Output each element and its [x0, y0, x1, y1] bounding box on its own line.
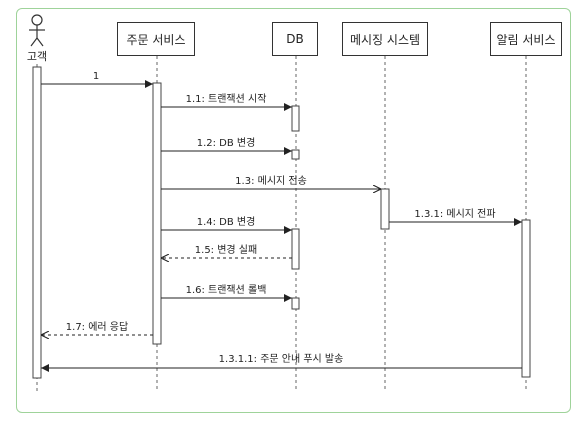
- message-label-1-4: 1.4: DB 변경: [197, 215, 256, 228]
- activation-order-service: [152, 82, 162, 345]
- participant-order-service: 주문 서비스: [117, 22, 195, 56]
- message-label-1-6: 1.6: 트랜잭션 롤백: [186, 284, 267, 296]
- message-label-1-3: 1.3: 메시지 전송: [235, 175, 307, 187]
- message-label-1-1: 1.1: 트랜잭션 시작: [186, 93, 267, 105]
- message-label-1-2: 1.2: DB 변경: [197, 136, 256, 149]
- actor-customer-icon: [29, 14, 45, 47]
- message-label-1-3-1-1: 1.3.1.1: 주문 안내 푸시 발송: [219, 353, 344, 365]
- actor-customer-label: 고객: [27, 50, 47, 63]
- participant-messaging-system: 메시징 시스템: [342, 22, 428, 56]
- activation-db-1: [291, 105, 300, 132]
- activation-notification-service: [521, 219, 531, 378]
- message-label-1-5: 1.5: 변경 실패: [195, 243, 257, 256]
- lifelines: [36, 56, 527, 392]
- diagram-frame: [16, 8, 571, 413]
- activation-db-2: [291, 149, 300, 160]
- activation-db-4: [291, 297, 300, 310]
- message-label-1-7: 1.7: 에러 응답: [66, 321, 128, 333]
- participant-db: DB: [272, 22, 318, 56]
- message-label-1-3-1: 1.3.1: 메시지 전파: [414, 208, 495, 220]
- activation-db-3: [291, 228, 300, 270]
- activation-customer: [32, 66, 42, 379]
- activation-messaging-system: [380, 188, 390, 230]
- message-label-1: 1: [93, 71, 99, 82]
- participant-notification-service: 알림 서비스: [490, 22, 562, 56]
